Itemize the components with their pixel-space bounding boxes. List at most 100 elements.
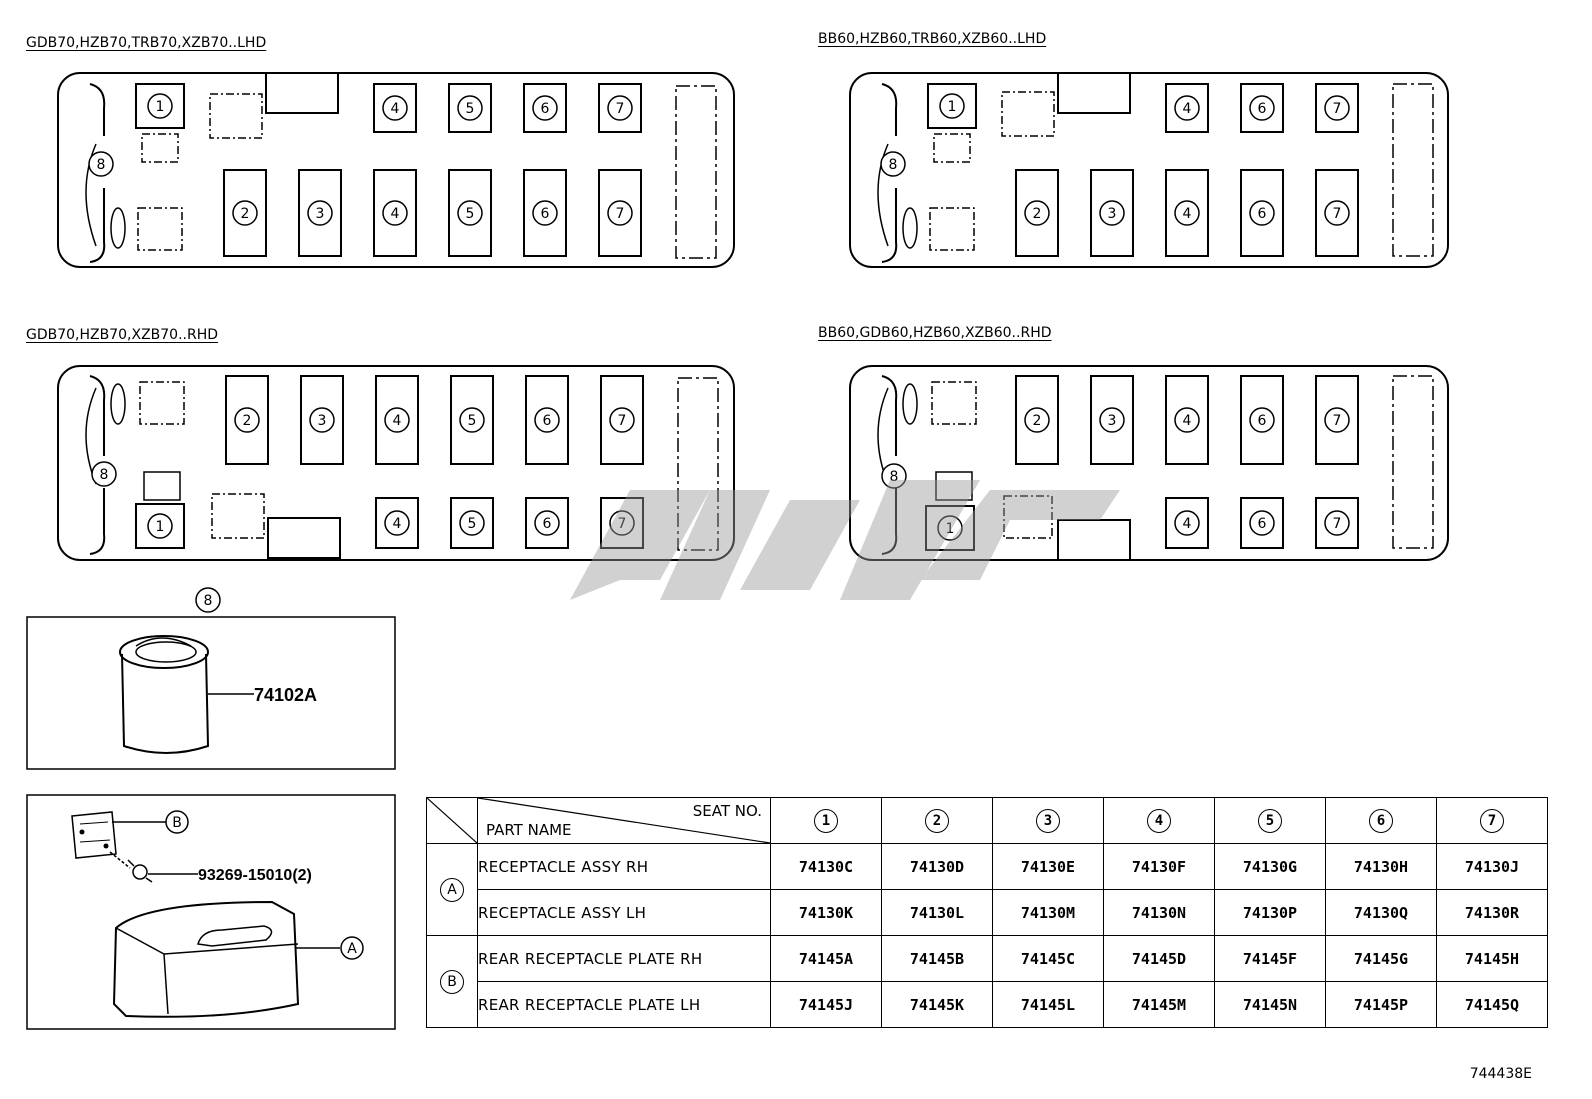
part-number-cell: 74130C (770, 843, 882, 890)
part-number-cell: 74130P (1214, 889, 1326, 936)
part-number-cell: 74145P (1325, 981, 1437, 1028)
bottom-row-seats: 2 3 4 5 6 7 (223, 169, 642, 257)
svg-text:5: 5 (468, 413, 477, 429)
ashtray-cup-icon (119, 635, 210, 754)
group-marker-a: A (426, 843, 478, 936)
part-74102A: 74102A (254, 685, 317, 705)
watermark-logo (570, 480, 1120, 600)
svg-text:2: 2 (1033, 206, 1042, 222)
svg-text:8: 8 (890, 469, 899, 485)
seat-header: 4 (1103, 797, 1215, 844)
svg-text:3: 3 (316, 206, 325, 222)
layout-title-rhd60: BB60,GDB60,HZB60,XZB60..RHD (818, 325, 1052, 341)
svg-text:4: 4 (393, 413, 402, 429)
svg-text:6: 6 (541, 206, 550, 222)
svg-text:3: 3 (1108, 413, 1117, 429)
seat-header: 2 (881, 797, 993, 844)
part-number-cell: 74130D (881, 843, 993, 890)
part-number-cell: 74145N (1214, 981, 1326, 1028)
part-number-cell: 74145B (881, 935, 993, 982)
svg-text:4: 4 (391, 206, 400, 222)
part-number-cell: 74145J (770, 981, 882, 1028)
table-row: B REAR RECEPTACLE PLATE RH 74145A 74145B… (426, 935, 1548, 1028)
part-number-cell: 74145G (1325, 935, 1437, 982)
part-name-cell: REAR RECEPTACLE PLATE RH (477, 935, 771, 982)
part-number-cell: 74130K (770, 889, 882, 936)
part-number-cell: 74130E (992, 843, 1104, 890)
header-corner (426, 797, 478, 844)
layout-title-rhd70: GDB70,HZB70,XZB70..RHD (26, 327, 219, 343)
part-number-cell: 74130J (1436, 843, 1548, 890)
svg-text:8: 8 (100, 467, 109, 483)
table-row: RECEPTACLE ASSY LH 74130K 74130L 74130M … (427, 889, 1548, 936)
svg-text:7: 7 (618, 516, 627, 532)
header-seat-part: SEAT NO. PART NAME (477, 797, 771, 844)
svg-text:6: 6 (1258, 206, 1267, 222)
svg-text:2: 2 (243, 413, 252, 429)
svg-text:7: 7 (616, 206, 625, 222)
svg-text:7: 7 (618, 413, 627, 429)
receptacle-body-icon (112, 900, 300, 1018)
svg-text:B: B (172, 815, 182, 831)
part-number-cell: 74145L (992, 981, 1104, 1028)
layout-title-lhd60: BB60,HZB60,TRB60,XZB60..LHD (818, 31, 1047, 47)
svg-text:5: 5 (466, 101, 475, 117)
part-screw: 93269-15010(2) (198, 867, 312, 884)
svg-text:6: 6 (1258, 413, 1267, 429)
top-row-seats: 4 5 6 7 (373, 83, 642, 133)
svg-text:6: 6 (543, 413, 552, 429)
detail-8-marker: 8 (195, 587, 221, 613)
svg-text:7: 7 (1333, 413, 1342, 429)
svg-text:6: 6 (541, 101, 550, 117)
part-name-cell: RECEPTACLE ASSY RH (477, 843, 771, 890)
screw-icon (109, 851, 153, 883)
svg-text:4: 4 (393, 516, 402, 532)
svg-text:6: 6 (543, 516, 552, 532)
part-name-cell: REAR RECEPTACLE PLATE LH (477, 981, 771, 1028)
part-number-cell: 74130R (1436, 889, 1548, 936)
part-number-cell: 74130Q (1325, 889, 1437, 936)
part-number-cell: 74145C (992, 935, 1104, 982)
svg-text:2: 2 (241, 206, 250, 222)
bus-layout-rhd70: 8 1 2 3 4 5 6 7 4 5 6 7 (57, 365, 735, 561)
svg-text:3: 3 (318, 413, 327, 429)
part-number-cell: 74145M (1103, 981, 1215, 1028)
layout-title-lhd70: GDB70,HZB70,TRB70,XZB70..LHD (26, 35, 267, 51)
catalog-number: 744438E (1469, 1066, 1532, 1082)
door-marker-8 (88, 151, 114, 177)
part-number-cell: 74145A (770, 935, 882, 982)
svg-text:7: 7 (616, 101, 625, 117)
svg-text:1: 1 (156, 99, 165, 115)
detail-ab-box: B 93269-15010(2) A (26, 794, 396, 1030)
svg-text:7: 7 (1333, 516, 1342, 532)
part-number-cell: 74145F (1214, 935, 1326, 982)
group-marker-b: B (426, 935, 478, 1028)
svg-text:1: 1 (156, 519, 165, 535)
part-number-cell: 74130H (1325, 843, 1437, 890)
part-number-cell: 74130M (992, 889, 1104, 936)
svg-text:3: 3 (1108, 206, 1117, 222)
part-number-cell: 74145K (881, 981, 993, 1028)
svg-text:7: 7 (1333, 206, 1342, 222)
svg-text:4: 4 (391, 101, 400, 117)
svg-text:2: 2 (1033, 413, 1042, 429)
svg-text:6: 6 (1258, 516, 1267, 532)
svg-text:8: 8 (889, 157, 898, 173)
detail-8-box: 74102A (26, 616, 396, 770)
svg-text:6: 6 (1258, 101, 1267, 117)
plate-bracket-icon (71, 811, 117, 859)
part-number-cell: 74145H (1436, 935, 1548, 982)
bus-layout-lhd70: 8 1 4 5 6 7 2 3 4 5 6 7 (57, 72, 735, 268)
svg-text:4: 4 (1183, 516, 1192, 532)
seat-no-label: SEAT NO. (692, 802, 762, 820)
svg-text:4: 4 (1183, 413, 1192, 429)
svg-text:A: A (347, 941, 357, 957)
svg-text:8: 8 (97, 157, 106, 173)
part-number-cell: 74145Q (1436, 981, 1548, 1028)
part-number-cell: 74130L (881, 889, 993, 936)
part-number-cell: 74130N (1103, 889, 1215, 936)
table-header-row: SEAT NO. PART NAME 1 2 3 4 5 6 7 (426, 797, 1548, 844)
svg-text:5: 5 (468, 516, 477, 532)
svg-text:1: 1 (946, 521, 955, 537)
svg-text:5: 5 (466, 206, 475, 222)
